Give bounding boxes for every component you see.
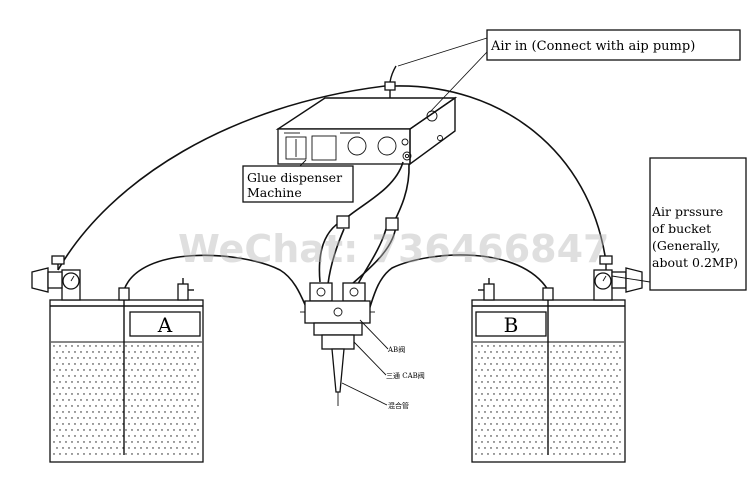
machine-side	[409, 96, 456, 166]
control-hoses	[318, 161, 410, 285]
air-in-label: Air in (Connect with aip pump)	[490, 39, 695, 54]
knob-right	[377, 136, 397, 156]
pressure-label-line2: of bucket	[652, 221, 711, 236]
machine-label-box	[242, 165, 354, 203]
bucket-b-liquid	[473, 341, 624, 455]
bucket-a-vent	[177, 283, 189, 301]
pressure-label-line1: Air prssure	[651, 204, 723, 219]
bucket-b-label-box	[475, 311, 547, 337]
air-in-leader-2	[429, 51, 488, 113]
digit-display	[285, 136, 307, 160]
bucket-a-letter: A	[157, 313, 173, 337]
machine-front	[277, 128, 411, 165]
pressure-label-line3: (Generally,	[652, 238, 721, 253]
air-inlet-hose	[389, 65, 397, 83]
air-hose-left	[57, 85, 386, 271]
air-inlet-fitting	[384, 81, 396, 91]
nozzle-label: 混合管	[388, 401, 409, 410]
panel-switch	[401, 138, 409, 146]
knob-left	[347, 136, 367, 156]
bucket-a-air-coupler	[31, 267, 49, 293]
bucket-a-label-box	[129, 311, 201, 337]
pressure-label-line4: about 0.2MP)	[652, 255, 738, 270]
tee-fitting-right	[385, 217, 399, 231]
valve-a-head	[309, 282, 333, 302]
valve-base	[313, 322, 363, 336]
tee-connector	[321, 334, 355, 350]
dispenser-machine	[275, 65, 458, 166]
tee-fitting-left	[336, 215, 350, 229]
bucket-a	[31, 255, 204, 463]
ab-valve-assembly	[300, 282, 389, 406]
bucket-b-letter: B	[504, 313, 519, 337]
air-hose-right	[394, 85, 607, 263]
watermark: WeChat: 736466847	[178, 227, 609, 271]
material-hose-a	[123, 254, 313, 319]
bucket-b-outlet-fitting	[542, 287, 554, 301]
machine-label-line1: Glue dispenser	[247, 170, 342, 185]
lcd-screen	[311, 135, 337, 161]
machine-label-line2: Machine	[247, 185, 302, 200]
valve-body	[304, 300, 371, 324]
mixing-nozzle	[331, 348, 345, 393]
valve-label: AB阀	[387, 345, 405, 354]
bucket-b-air-coupler	[625, 267, 643, 293]
air-in-box	[486, 29, 741, 61]
air-in-leader	[397, 37, 488, 67]
material-hose-b	[365, 254, 549, 319]
air-in-callout: Air in (Connect with aip pump)	[397, 29, 741, 113]
side-gauge	[426, 110, 438, 122]
bucket-b	[471, 255, 643, 463]
machine-top	[275, 97, 458, 130]
bucket-a-outlet-fitting	[118, 287, 130, 301]
bucket-b-vent	[483, 283, 495, 301]
connector-label: 三通 CAB阀	[386, 371, 425, 380]
bucket-a-liquid	[51, 341, 202, 455]
pressure-callout: Air prssure of bucket (Generally, about …	[611, 157, 747, 291]
panel-outlet	[402, 151, 412, 161]
valve-b-head	[342, 282, 366, 302]
pressure-label-box	[649, 157, 747, 291]
machine-callout: Glue dispenser Machine	[242, 159, 354, 203]
